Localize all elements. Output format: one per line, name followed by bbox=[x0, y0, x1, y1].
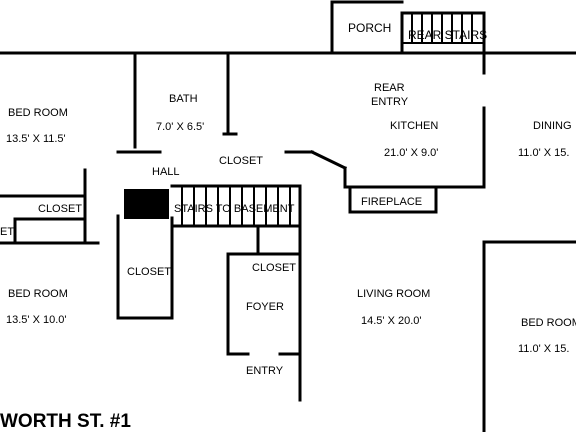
dims-bed-room-3: 11.0' X 15. bbox=[518, 343, 569, 355]
label-foyer: FOYER bbox=[246, 301, 284, 313]
dims-living-room: 14.5' X 20.0' bbox=[361, 315, 421, 327]
label-bed-room-3: BED ROOM bbox=[521, 317, 576, 329]
label-kitchen: KITCHEN bbox=[390, 120, 438, 132]
label-rear-entry-2: ENTRY bbox=[371, 96, 409, 108]
dims-dining: 11.0' X 15. bbox=[518, 147, 569, 159]
label-bath: BATH bbox=[169, 93, 198, 105]
dims-bed-room-2: 13.5' X 10.0' bbox=[6, 314, 66, 326]
label-bed-room-1: BED ROOM bbox=[8, 107, 68, 119]
label-bed-room-2: BED ROOM bbox=[8, 288, 68, 300]
hall-block bbox=[124, 189, 169, 219]
dims-bed-room-1: 13.5' X 11.5' bbox=[6, 133, 66, 145]
label-closet-foyer: CLOSET bbox=[252, 262, 296, 274]
label-rear-stairs: REAR STAIRS bbox=[408, 28, 487, 42]
label-dining: DINING bbox=[533, 120, 572, 132]
basement-stairs-treads bbox=[181, 186, 291, 226]
label-living-room: LIVING ROOM bbox=[357, 288, 430, 300]
label-rear-entry-1: REAR bbox=[374, 82, 405, 94]
label-porch: PORCH bbox=[348, 21, 391, 35]
rear-stairs-treads bbox=[411, 13, 473, 43]
dims-bath: 7.0' X 6.5' bbox=[156, 121, 204, 133]
label-closet-left-partial: ET bbox=[0, 226, 14, 238]
label-stairs-to-basement: STAIRS TO BASEMENT bbox=[174, 203, 295, 215]
plan-title: WORTH ST. #1 bbox=[0, 411, 131, 432]
label-fireplace: FIREPLACE bbox=[361, 196, 422, 208]
label-closet-left: CLOSET bbox=[38, 203, 82, 215]
dims-kitchen: 21.0' X 9.0' bbox=[384, 147, 438, 159]
label-hall: HALL bbox=[152, 166, 180, 178]
label-closet-hall: CLOSET bbox=[219, 155, 263, 167]
label-closet-center: CLOSET bbox=[127, 266, 171, 278]
label-entry: ENTRY bbox=[246, 365, 284, 377]
